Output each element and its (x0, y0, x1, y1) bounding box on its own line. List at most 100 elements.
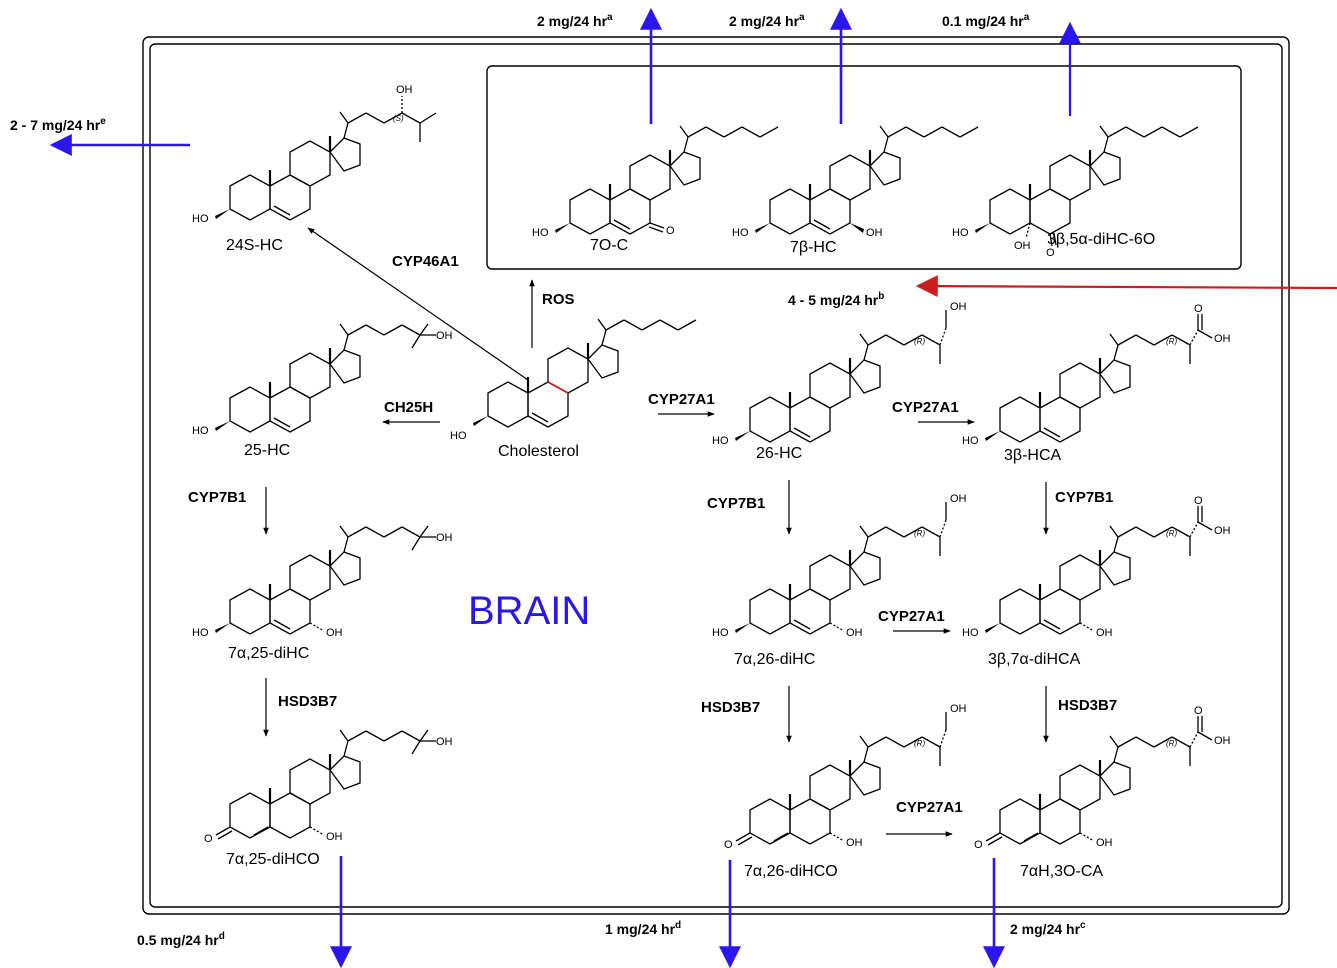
svg-text:OH: OH (1214, 333, 1231, 345)
flux-7a-3o-ca: 2 mg/24 hrc (1010, 920, 1086, 937)
svg-text:OH: OH (846, 627, 863, 639)
influx-arrow-26-hc (915, 275, 1337, 298)
svg-text:OH: OH (1214, 525, 1231, 537)
enzyme-cyp7b1-3: CYP7B1 (1055, 489, 1113, 506)
svg-text:O: O (974, 839, 983, 851)
flux-7a26-dihco: 1 mg/24 hrd (605, 920, 681, 937)
svg-text:HO: HO (450, 430, 467, 442)
svg-text:O: O (1194, 495, 1203, 507)
svg-text:OH: OH (950, 493, 967, 505)
svg-text:OH: OH (1096, 837, 1113, 849)
svg-text:OH: OH (1096, 627, 1113, 639)
svg-text:(R): (R) (1166, 739, 1177, 748)
structure-dihc-6o: HO OH O (952, 125, 1199, 259)
flux-7o-c: 2 mg/24 hra (537, 12, 613, 29)
structure-24s-hc: HO OH (S) (192, 84, 437, 225)
enzyme-hsd3b7-3: HSD3B7 (1058, 697, 1117, 714)
structure-7a25-dihco: O OH OH (204, 729, 453, 845)
structure-7o-c: HO O (532, 125, 779, 239)
flux-7a25-dihco: 0.5 mg/24 hrd (137, 931, 225, 948)
svg-text:O: O (724, 839, 733, 851)
enzyme-cyp27a1-2: CYP27A1 (892, 399, 959, 416)
arrow-cyp46a1 (307, 227, 529, 381)
brain-outer-border (142, 36, 1290, 915)
flux-26-hc-in: 4 - 5 mg/24 hrb (788, 291, 884, 308)
svg-text:OH: OH (950, 703, 967, 715)
svg-text:OH: OH (326, 831, 343, 843)
structure-3b-hca: HO O OH (R) (962, 303, 1231, 447)
svg-text:HO: HO (192, 213, 209, 225)
structure-26-hc: HO OH (R) (712, 301, 967, 447)
svg-text:HO: HO (532, 227, 549, 239)
svg-text:(R): (R) (1166, 337, 1177, 346)
svg-text:O: O (666, 225, 675, 237)
label-dihc-6o: 3β,5α-diHC-6O (1047, 231, 1155, 248)
structure-3b7a-dihca: HO OH O OH (R) (962, 495, 1231, 639)
enzyme-cyp27a1-4: CYP27A1 (896, 799, 963, 816)
highlight-bond (547, 381, 569, 394)
ros-products-box (486, 65, 1242, 270)
flux-7b-hc: 2 mg/24 hra (729, 12, 805, 29)
svg-text:HO: HO (192, 627, 209, 639)
label-7o-c: 7O-C (590, 237, 628, 254)
label-7a25-dihc: 7α,25-diHC (228, 645, 309, 662)
enzyme-ch25h: CH25H (384, 399, 433, 416)
svg-text:O: O (1194, 303, 1203, 315)
svg-text:HO: HO (712, 627, 729, 639)
enzyme-cyp27a1-3: CYP27A1 (878, 608, 945, 625)
svg-text:OH: OH (1214, 735, 1231, 747)
svg-text:OH: OH (396, 84, 413, 96)
structure-7a26-dihco: O OH OH (R) (724, 703, 967, 851)
svg-text:O: O (204, 833, 213, 845)
label-7a25-dihco: 7α,25-diHCO (226, 851, 320, 868)
svg-text:(R): (R) (1166, 529, 1177, 538)
svg-text:OH: OH (866, 227, 883, 239)
structure-7a26-dihc: HO OH OH (R) (712, 493, 967, 639)
svg-text:OH: OH (436, 330, 453, 342)
label-cholesterol: Cholesterol (498, 443, 579, 460)
label-7a26-dihc: 7α,26-diHC (734, 651, 815, 668)
brain-label: BRAIN (468, 589, 590, 633)
svg-text:HO: HO (962, 627, 979, 639)
structure-7a25-dihc: HO OH OH (192, 525, 453, 639)
enzyme-ros: ROS (542, 291, 575, 308)
label-7b-hc: 7β-HC (790, 239, 837, 256)
svg-text:HO: HO (712, 435, 729, 447)
structure-7b-hc: HO OH (732, 125, 979, 239)
svg-text:O: O (1194, 705, 1203, 717)
label-7a26-dihco: 7α,26-diHCO (744, 863, 838, 880)
structure-7a-3o-ca: O OH O OH (R) (974, 705, 1231, 851)
svg-text:OH: OH (436, 532, 453, 544)
label-3b-hca: 3β-HCA (1004, 447, 1062, 464)
enzyme-hsd3b7-1: HSD3B7 (278, 693, 337, 710)
enzyme-cyp46a1: CYP46A1 (392, 253, 459, 270)
brain-inner-border (149, 43, 1283, 908)
enzyme-cyp7b1-2: CYP7B1 (707, 495, 765, 512)
label-25-hc: 25-HC (244, 442, 290, 459)
structure-25-hc: HO OH (192, 323, 453, 437)
label-3b7a-dihca: 3β,7α-diHCA (988, 651, 1081, 668)
flux-dihc-6o: 0.1 mg/24 hra (942, 12, 1030, 29)
label-24s-hc: 24S-HC (226, 237, 283, 254)
svg-text:OH: OH (326, 627, 343, 639)
flux-24s-hc: 2 - 7 mg/24 hre (10, 116, 106, 133)
enzyme-hsd3b7-2: HSD3B7 (701, 699, 760, 716)
svg-text:HO: HO (732, 227, 749, 239)
enzyme-cyp7b1-1: CYP7B1 (188, 489, 246, 506)
svg-text:O: O (1046, 247, 1055, 259)
label-26-hc: 26-HC (756, 445, 802, 462)
svg-text:OH: OH (950, 301, 967, 313)
svg-text:(S): (S) (393, 114, 404, 123)
svg-text:(R): (R) (914, 739, 925, 748)
svg-text:OH: OH (1014, 240, 1031, 252)
label-7a-3o-ca: 7αH,3O-CA (1020, 863, 1103, 880)
svg-text:(R): (R) (914, 529, 925, 538)
svg-text:OH: OH (846, 837, 863, 849)
svg-text:(R): (R) (914, 337, 925, 346)
svg-text:HO: HO (952, 227, 969, 239)
svg-text:HO: HO (962, 435, 979, 447)
svg-text:OH: OH (436, 736, 453, 748)
enzyme-cyp27a1-1: CYP27A1 (648, 391, 715, 408)
structure-cholesterol: HO (450, 318, 697, 442)
